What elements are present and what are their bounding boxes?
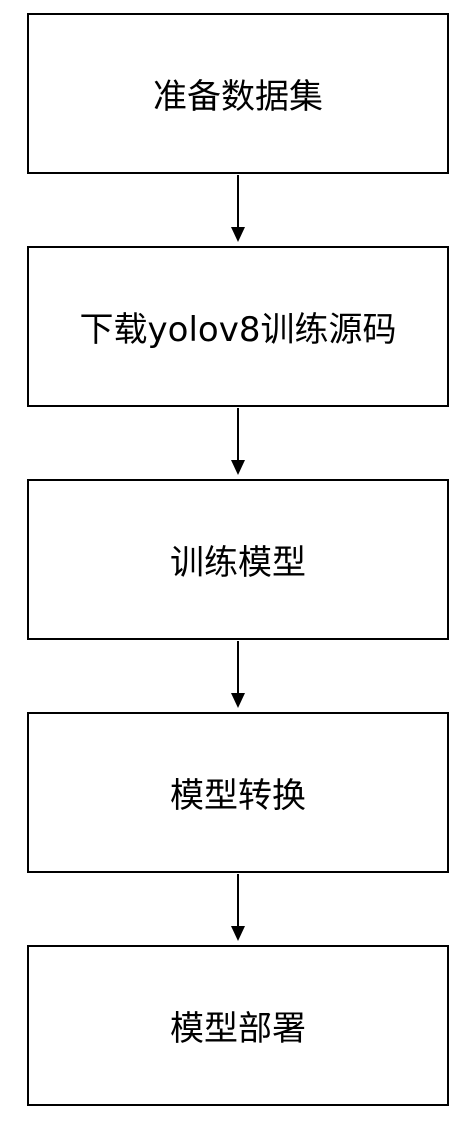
- step-label: 训练模型: [170, 543, 306, 583]
- step-label: 准备数据集: [153, 77, 323, 117]
- flow-arrow-icon: [231, 874, 245, 941]
- step-box-deploy-model: 模型部署: [27, 945, 449, 1106]
- step-label: 下载yolov8训练源码: [79, 310, 397, 350]
- flow-arrow-icon: [231, 175, 245, 242]
- flow-arrow-icon: [231, 408, 245, 475]
- step-label: 模型部署: [170, 1009, 306, 1049]
- step-box-train-model: 训练模型: [27, 479, 449, 640]
- step-box-download-source: 下载yolov8训练源码: [27, 246, 449, 407]
- step-label: 模型转换: [170, 776, 306, 816]
- step-box-convert-model: 模型转换: [27, 712, 449, 873]
- flow-arrow-icon: [231, 641, 245, 708]
- step-box-prepare-dataset: 准备数据集: [27, 13, 449, 174]
